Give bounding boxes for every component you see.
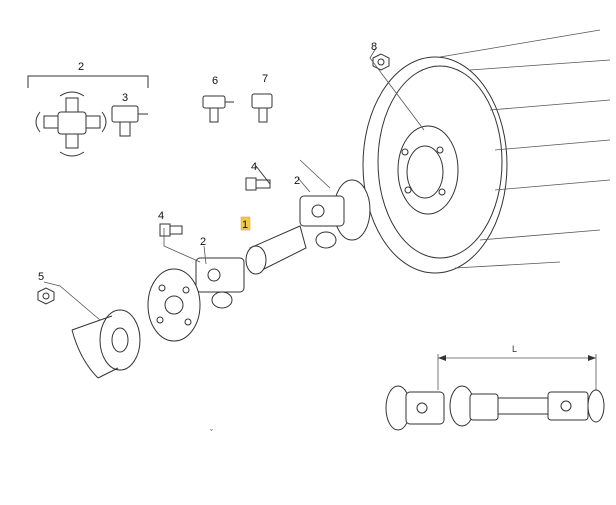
assembled-shaft-inset — [385, 354, 605, 431]
drive-shaft — [147, 179, 371, 342]
callout-7[interactable]: 7 — [262, 73, 268, 85]
leader-2-top — [297, 177, 311, 193]
stray-mark: ˇ — [210, 428, 213, 438]
callout-2-mid[interactable]: 2 — [294, 175, 300, 187]
dimension-label: L — [512, 344, 517, 354]
leader-4-low — [163, 228, 201, 263]
bolt-upper — [245, 165, 271, 191]
leader-4-top — [299, 159, 331, 189]
callout-1-highlight — [240, 216, 251, 231]
nut-left — [37, 287, 55, 305]
leader-8 — [369, 47, 425, 131]
drum-assembly — [362, 29, 611, 274]
callout-5[interactable]: 5 — [38, 271, 44, 283]
callout-8[interactable]: 8 — [371, 41, 377, 53]
callout-3[interactable]: 3 — [122, 92, 128, 104]
leader-5 — [43, 281, 101, 321]
callout-2-top[interactable]: 2 — [78, 61, 84, 73]
callout-2-low[interactable]: 2 — [200, 236, 206, 248]
callout-6[interactable]: 6 — [212, 75, 218, 87]
callout-4-a[interactable]: 4 — [251, 161, 257, 173]
callout-1[interactable]: 1 — [242, 219, 248, 231]
callout-4-b[interactable]: 4 — [158, 210, 164, 222]
nut-top-right — [372, 53, 390, 71]
universal-joint-cross-kit — [27, 75, 149, 157]
grease-fitting-6 — [202, 95, 234, 123]
input-flange — [71, 309, 141, 379]
leader-2-low — [203, 245, 207, 265]
bolt-lower — [159, 223, 183, 237]
grease-fitting-7 — [251, 93, 273, 123]
